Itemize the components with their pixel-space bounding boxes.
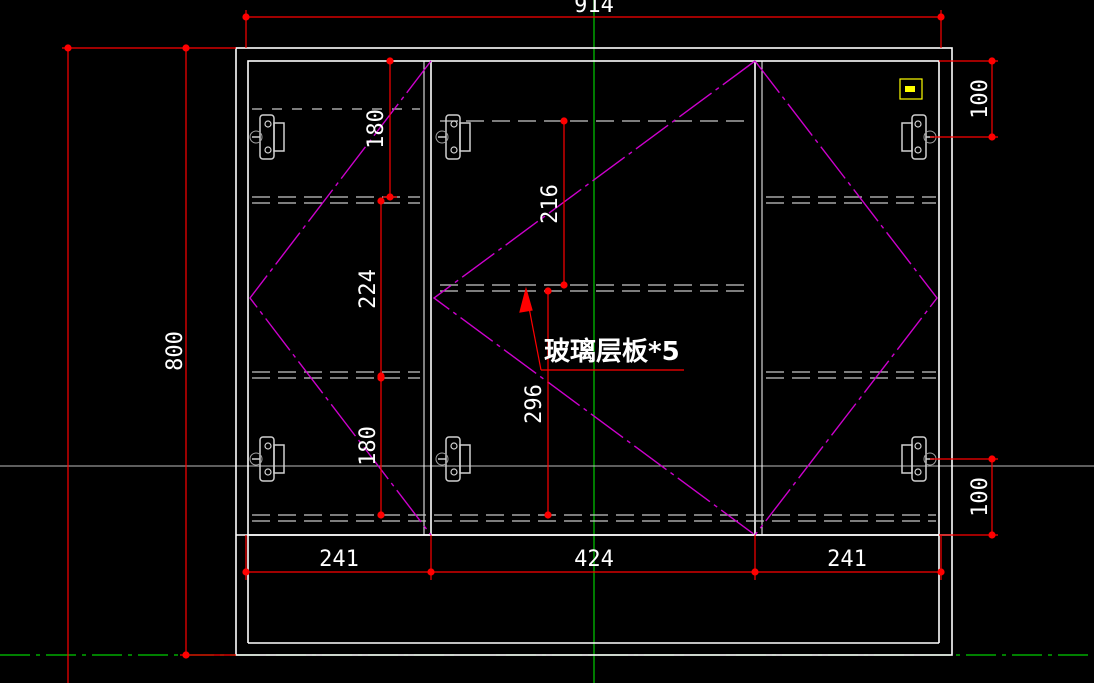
dimension-lines <box>62 10 998 683</box>
dim-bottom-center: 424 <box>574 547 614 572</box>
cabinet-outline <box>235 47 953 656</box>
hinge-icon <box>249 114 285 160</box>
dim-left-middle: 224 <box>356 269 381 309</box>
hinge-icon <box>249 436 285 482</box>
dim-left-top: 180 <box>364 109 389 149</box>
dim-bottom-right: 241 <box>827 547 867 572</box>
dim-overall-width: 914 <box>574 0 614 18</box>
dim-bottom-left: 241 <box>319 547 359 572</box>
hinge-icon <box>435 436 471 482</box>
dim-overall-height: 800 <box>163 331 188 371</box>
dim-left-bottom: 180 <box>356 426 381 466</box>
door-swing-lines <box>249 60 938 536</box>
note-leader <box>519 286 684 371</box>
glass-shelf-note: 玻璃层板*5 <box>544 336 680 367</box>
dim-center-upper: 216 <box>538 184 563 224</box>
dim-center-lower: 296 <box>522 384 547 424</box>
dim-right-top: 100 <box>968 79 993 119</box>
title-mark-icon <box>899 78 923 100</box>
dim-right-bottom: 100 <box>968 477 993 517</box>
